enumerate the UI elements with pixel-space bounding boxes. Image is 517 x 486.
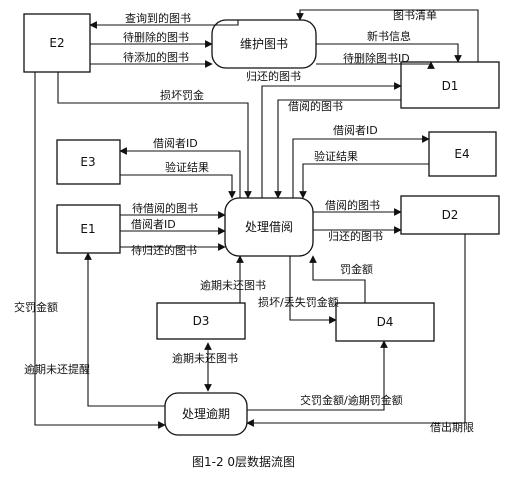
svg-text:待归还的图书: 待归还的图书	[131, 243, 197, 257]
svg-text:损坏/丢失罚金额: 损坏/丢失罚金额	[258, 295, 339, 309]
svg-text:借阅的图书: 借阅的图书	[325, 198, 380, 212]
svg-text:维护图书: 维护图书	[240, 37, 288, 51]
svg-text:罚金额: 罚金额	[340, 262, 373, 276]
svg-text:D4: D4	[377, 315, 394, 329]
svg-text:待添加的图书: 待添加的图书	[123, 50, 189, 64]
edge-overdue-unreturned-top: 逾期未还图书	[200, 255, 266, 303]
svg-text:新书信息: 新书信息	[367, 29, 411, 43]
svg-text:借出期限: 借出期限	[430, 420, 474, 434]
svg-text:归还的图书: 归还的图书	[246, 69, 301, 83]
edge-fine-amount: 罚金额	[309, 255, 373, 303]
svg-text:E3: E3	[80, 155, 95, 169]
edge-damage-fine: 损坏罚金	[57, 72, 252, 199]
node-e1: E1	[56, 204, 121, 254]
svg-text:E4: E4	[454, 147, 469, 161]
edge-borrowed-books-d2: 借阅的图书	[313, 198, 402, 216]
process-handle-borrowing: 处理借阅	[224, 197, 314, 257]
edge-returned-books-d2: 归还的图书	[313, 226, 402, 243]
node-d2: D2	[400, 195, 500, 235]
svg-text:查询到的图书: 查询到的图书	[125, 11, 191, 25]
node-e4: E4	[428, 131, 497, 177]
figure-caption: 图1-2 0层数据流图	[192, 454, 295, 469]
edge-queried-books: 查询到的图书	[89, 11, 239, 29]
svg-text:归还的图书: 归还的图书	[328, 229, 383, 243]
edge-to-delete-books: 待删除的图书	[90, 30, 213, 48]
svg-text:E1: E1	[80, 222, 95, 236]
svg-text:逾期未还图书: 逾期未还图书	[200, 278, 266, 292]
edge-pay-overdue-fine: 交罚金额/逾期罚金额	[247, 340, 403, 411]
svg-text:借阅者ID: 借阅者ID	[153, 137, 198, 150]
node-d4: D4	[335, 302, 435, 342]
svg-text:验证结果: 验证结果	[165, 160, 209, 174]
svg-text:借阅者ID: 借阅者ID	[333, 124, 378, 137]
edge-overdue-reminder: 逾期未还提醒	[24, 252, 165, 407]
edge-to-add-books: 待添加的图书	[90, 50, 213, 68]
edge-returned-books-top: 归还的图书	[246, 69, 402, 198]
node-e3: E3	[56, 139, 121, 185]
node-d1: D1	[400, 61, 500, 109]
svg-text:逾期未还提醒: 逾期未还提醒	[24, 362, 90, 376]
svg-text:D3: D3	[193, 314, 210, 328]
process-handle-overdue: 处理逾期	[164, 392, 248, 436]
edge-due-date: 借出期限	[246, 234, 474, 434]
svg-text:E2: E2	[49, 36, 64, 50]
svg-text:交罚金额/逾期罚金额: 交罚金额/逾期罚金额	[300, 393, 403, 407]
edge-to-delete-book-id: 待删除图书ID	[316, 51, 435, 69]
edge-new-book-info: 新书信息	[316, 29, 462, 63]
svg-text:D1: D1	[442, 79, 459, 93]
edge-verify-result-e3: 验证结果	[120, 160, 236, 199]
svg-text:D2: D2	[442, 208, 459, 222]
edge-to-borrow-books: 待借阅的图书	[120, 201, 226, 219]
svg-text:借阅的图书: 借阅的图书	[288, 99, 343, 113]
svg-text:逾期未还图书: 逾期未还图书	[172, 351, 238, 365]
edge-pay-fine: 交罚金额	[14, 72, 166, 429]
svg-text:验证结果: 验证结果	[314, 149, 358, 163]
svg-text:待借阅的图书: 待借阅的图书	[132, 201, 198, 215]
process-maintain-books: 维护图书	[211, 19, 317, 69]
svg-text:图书清单: 图书清单	[393, 9, 437, 22]
svg-text:损坏罚金: 损坏罚金	[160, 88, 204, 102]
edge-to-return-books: 待归还的图书	[120, 243, 226, 257]
edge-verify-result-e4: 验证结果	[299, 149, 429, 199]
svg-text:处理借阅: 处理借阅	[245, 220, 293, 234]
edge-overdue-unreturned-bottom: 逾期未还图书	[172, 342, 238, 392]
svg-text:待删除图书ID: 待删除图书ID	[343, 51, 410, 65]
svg-text:待删除的图书: 待删除的图书	[123, 30, 189, 44]
edge-borrower-id-e4: 借阅者ID	[292, 124, 430, 198]
node-e2: E2	[23, 13, 91, 73]
svg-text:处理逾期: 处理逾期	[182, 406, 230, 421]
edge-borrower-id-e1: 借阅者ID	[120, 218, 226, 235]
svg-text:借阅者ID: 借阅者ID	[131, 218, 176, 231]
edge-borrower-id-e3: 借阅者ID	[119, 137, 241, 198]
svg-text:交罚金额: 交罚金额	[14, 300, 58, 314]
node-d3: D3	[156, 302, 246, 340]
edge-book-list: 图书清单	[296, 9, 479, 62]
edge-damage-lost-fine: 损坏/丢失罚金额	[258, 256, 339, 324]
edge-borrowed-books-top: 借阅的图书	[274, 99, 401, 199]
